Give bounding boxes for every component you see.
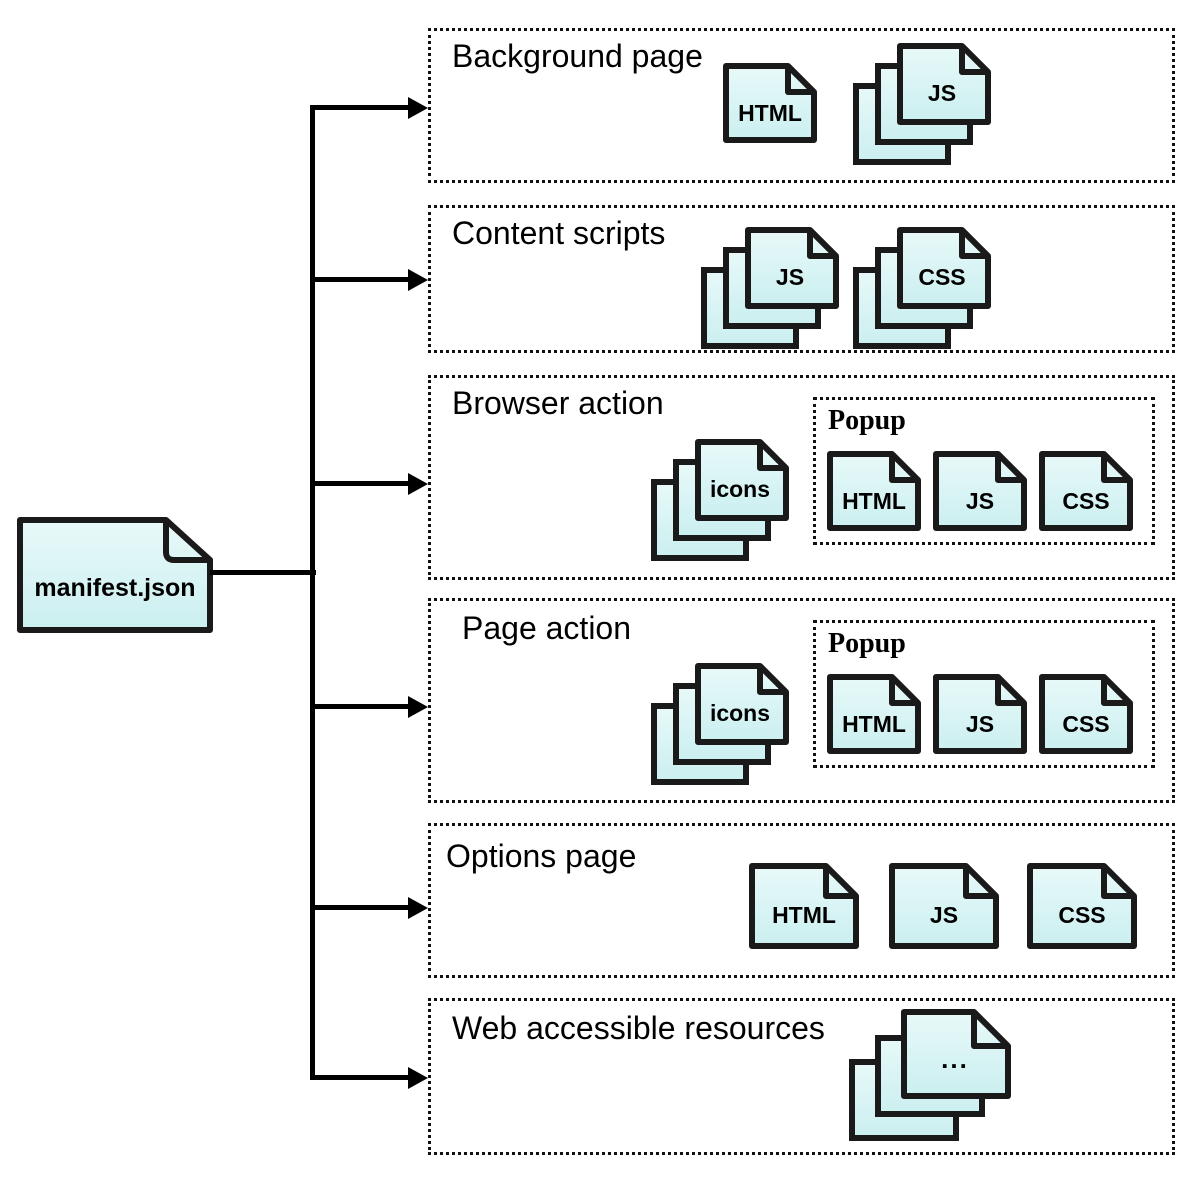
doc-css-browser-action-popup: CSS [1038, 450, 1134, 532]
section-title-browser-action: Browser action [452, 385, 664, 421]
manifest-json-document: manifest.json [16, 516, 214, 634]
arrowhead-page-action [408, 695, 428, 718]
connector-trunk [310, 105, 315, 1080]
doc-html-options-page: HTML [748, 862, 860, 950]
arrowhead-browser-action [408, 472, 428, 495]
section-options-page [428, 823, 1175, 978]
connector-root-stub [210, 570, 316, 575]
connector-branch-browser-action [310, 481, 410, 486]
popup-box-browser-action [813, 397, 1155, 545]
doc-css-page-action-popup: CSS [1038, 673, 1134, 755]
popup-title-browser-action: Popup [828, 405, 906, 436]
section-page-action [428, 598, 1175, 803]
section-background-page [428, 28, 1175, 183]
doc-stack-js-background: JS [852, 42, 994, 166]
connector-branch-page-action [310, 704, 410, 709]
doc-html-background: HTML [722, 62, 818, 144]
arrowhead-background-page [408, 96, 428, 119]
section-title-options-page: Options page [446, 838, 637, 874]
arrowhead-options-page [408, 896, 428, 919]
doc-stack-icons-browser-action: icons [650, 438, 792, 562]
section-web-accessible-resources [428, 998, 1175, 1155]
connector-branch-web-accessible-resources [310, 1075, 410, 1080]
section-title-background-page: Background page [452, 38, 703, 74]
doc-stack-css-content-scripts: CSS [852, 226, 994, 350]
section-content-scripts [428, 205, 1175, 353]
connector-branch-content-scripts [310, 277, 410, 282]
section-title-web-accessible-resources: Web accessible resources [452, 1010, 825, 1046]
doc-js-browser-action-popup: JS [932, 450, 1028, 532]
doc-stack-icons-page-action: icons [650, 662, 792, 786]
doc-html-browser-action-popup: HTML [826, 450, 922, 532]
arrowhead-content-scripts [408, 268, 428, 291]
doc-css-options-page: CSS [1026, 862, 1138, 950]
popup-title-page-action: Popup [828, 628, 906, 659]
arrowhead-web-accessible-resources [408, 1066, 428, 1089]
connector-branch-background-page [310, 105, 410, 110]
manifest-json-label: manifest.json [34, 574, 196, 602]
section-title-content-scripts: Content scripts [452, 215, 666, 251]
popup-box-page-action [813, 620, 1155, 768]
doc-js-options-page: JS [888, 862, 1000, 950]
doc-stack-web-accessible-resources: ... [848, 1008, 1014, 1142]
section-title-page-action: Page action [462, 610, 632, 646]
doc-js-page-action-popup: JS [932, 673, 1028, 755]
section-browser-action [428, 375, 1175, 580]
doc-html-page-action-popup: HTML [826, 673, 922, 755]
doc-stack-js-content-scripts: JS [700, 226, 842, 350]
connector-branch-options-page [310, 905, 410, 910]
